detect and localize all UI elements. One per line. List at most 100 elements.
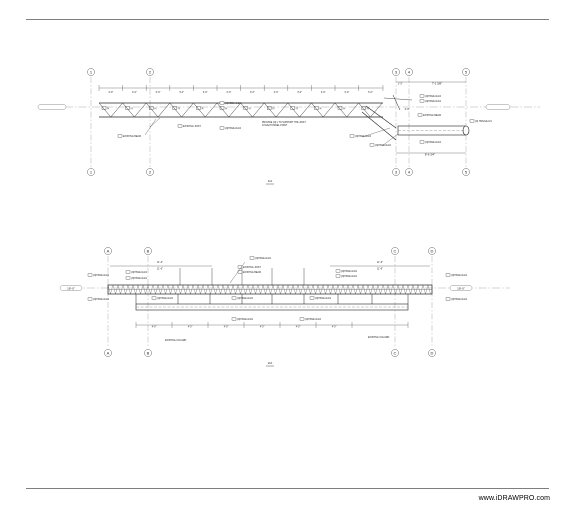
note-existing-joist-box [177, 124, 183, 128]
grid-bubble-top-2-label: 2 [149, 69, 152, 74]
note-hss-bottom-1: (N)HSS4x4x1/4 [237, 319, 254, 321]
note-existing-beam-right: EXISTING BEAM [423, 114, 441, 117]
note-hss-right-4-box [445, 297, 451, 301]
dim-label: 3'-0" [203, 91, 208, 94]
dim-label-bottom: 4'-0" [188, 327, 193, 329]
dim-label: 3'-0" [132, 91, 137, 94]
grid-bubble-top-2-circle [146, 68, 154, 76]
note-hss-8-box [419, 140, 425, 144]
note-hss-bottom-1-box [231, 317, 237, 321]
grid-bubble-top-A-label: A [107, 248, 110, 253]
beam-web-pattern [107, 284, 431, 295]
panel-marker [101, 106, 107, 110]
panel-marker [243, 106, 248, 110]
note-hss-left-2-box [87, 297, 93, 301]
note-hss-bottom-2: (N)HSS4x4x1/4 [305, 319, 322, 321]
panel-marker [196, 106, 201, 110]
note-existing-beam-left: EXISTING BEAM [123, 135, 141, 138]
panel-marker [219, 106, 225, 110]
brace-diagonal-3 [383, 97, 413, 101]
grid-bubble-bottom-5-label: 5 [465, 169, 468, 174]
leader-2 [144, 118, 157, 136]
note-hss-right-2-box [335, 274, 341, 278]
note-existing-joist: EXISTING JOIST [183, 126, 201, 128]
panel-note: (N) [201, 108, 204, 110]
grid-bubble-top-C-circle [391, 247, 399, 255]
grid-bubble-top-D-label: D [431, 248, 434, 253]
dim-label-left-2: 11'-6" [157, 268, 163, 271]
grid-bubble-top-3-circle [392, 68, 400, 76]
note-existing-joist: EXISTING JOIST [243, 267, 261, 269]
level-tag-left [37, 104, 67, 110]
note-hss-mid-3: (N)HSS4x4x1/4 [315, 298, 332, 300]
panel-note: (N) [319, 108, 322, 110]
note-existing-joist-box [237, 265, 243, 269]
dim-label-bottom: 4'-0" [152, 327, 157, 329]
dim-label-bottom: 4'-0" [296, 327, 301, 329]
panel-note: (N) [343, 108, 346, 110]
top-elevation-view: 1122334455(N)(N)(N)(N)(N)(N)(N)(N)(N)(N)… [37, 68, 540, 185]
dim-label: 3'-0" [368, 91, 373, 94]
note-hss-top-box [249, 256, 255, 260]
dim-label-left-1: 11'-6" [157, 261, 163, 264]
grid-bubble-bottom-A-label: A [107, 350, 110, 355]
note-hss-left-1: (N)HSS4x4x1/4 [93, 275, 110, 277]
leader-3 [361, 127, 391, 138]
note-provide-l-2: AT EACH PANEL POINT [262, 124, 288, 127]
note-hss-left-1-box [87, 273, 93, 277]
panel-note: (N) [107, 108, 110, 110]
grid-bubble-bottom-B-circle [144, 349, 152, 357]
note-hss-right-1-box [335, 269, 341, 273]
grid-bubble-top-1-circle [87, 68, 95, 76]
grid-bubble-top-3-label: 3 [395, 69, 398, 74]
panel-note: (N) [225, 108, 228, 110]
panel-note: (N) [131, 108, 134, 110]
grid-bubble-bottom-3-circle [392, 168, 400, 176]
note-hss-bottom-2-box [299, 317, 305, 321]
note-hss-4: (N)HSS4x4x1/4 [425, 101, 442, 103]
grid-bubble-bottom-4-circle [405, 168, 413, 176]
grid-bubble-top-A-circle [104, 247, 112, 255]
note-hss-5: (N) HSS4x4x1/4 [475, 121, 492, 123]
grid-bubble-bottom-D-circle [428, 349, 436, 357]
level-tag-right-box [449, 285, 473, 291]
grid-bubble-top-C-label: C [394, 248, 397, 253]
panel-note: (N) [178, 108, 181, 110]
dim-label-bottom: 4'-0" [332, 327, 337, 329]
grid-bubble-bottom-A-circle [104, 349, 112, 357]
grid-bubble-top-4-label: 4 [408, 69, 411, 74]
note-hss-right-3-box [445, 273, 451, 277]
grid-bubble-bottom-4-label: 4 [408, 169, 411, 174]
note-hss-2: (N)HSS4x4x1/4 [225, 128, 242, 130]
level-tag-right [485, 104, 511, 110]
grid-bubble-bottom-D-label: D [431, 350, 434, 355]
note-hss-left-4: (N)HSS4x4x1/4 [131, 278, 148, 280]
dim-label: 3'-0" [321, 91, 326, 94]
dim-label: 3'-0" [250, 91, 255, 94]
dim-label: 3'-0" [179, 91, 184, 94]
dim-label-bottom: 4'-0" [224, 327, 229, 329]
grid-bubble-bottom-B-label: B [147, 350, 150, 355]
footer-brand: www.iDRAWPRO.com [478, 495, 550, 502]
grid-bubble-top-5-label: 5 [465, 69, 468, 74]
note-hss-mid-1-box [151, 296, 157, 300]
brace-diagonal-1 [361, 111, 397, 141]
note-hss-8: (N)HSS4x4x1/4 [425, 142, 442, 144]
dim-label: 3'-0" [226, 91, 231, 94]
panel-note: (N) [296, 108, 299, 110]
grid-bubble-bottom-2-label: 2 [149, 169, 152, 174]
level-tag-left-box [59, 285, 83, 291]
dim-label: 3'-0" [274, 91, 279, 94]
grid-bubble-top-B-label: B [147, 248, 150, 253]
grid-bubble-bottom-5-circle [462, 168, 470, 176]
brace-diagonal-2 [365, 105, 397, 129]
note-hss-mid-2: (N)HSS4x4x1/4 [237, 298, 254, 300]
note-hss-mid-3-box [309, 296, 315, 300]
panel-marker [149, 106, 154, 110]
grid-bubble-top-5-circle [462, 68, 470, 76]
panel-note: (N) [249, 108, 252, 110]
note-existing-column-right: EXISTING COLUMN [368, 337, 390, 339]
grid-bubble-bottom-C-label: C [394, 350, 397, 355]
panel-marker [172, 106, 177, 110]
